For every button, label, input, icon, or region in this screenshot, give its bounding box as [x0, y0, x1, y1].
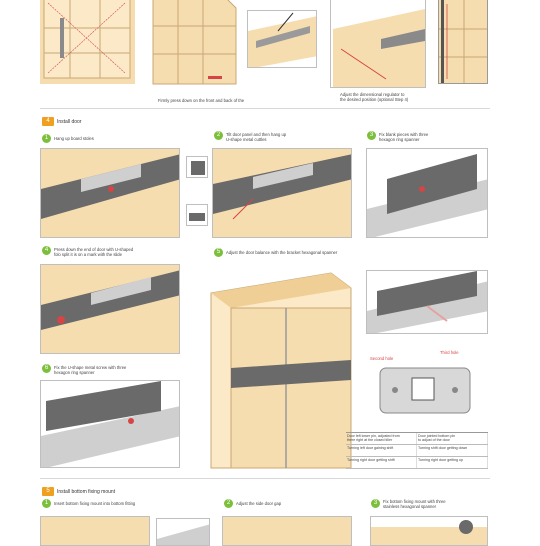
- balance-adjust-illustration: [367, 271, 487, 333]
- table-cell: Door left lower pin, adjusted from there…: [346, 433, 417, 444]
- s5-step-1-number: 1: [42, 499, 51, 508]
- step-3-text: Fix blank pieces with three hexagon ring…: [379, 132, 429, 142]
- section-divider-top: [40, 108, 490, 109]
- bracket-illustration: [379, 367, 471, 414]
- top-image-regulator: [330, 0, 426, 88]
- table-cell: Turning right door getting up: [417, 457, 488, 468]
- step-5-text: Adjust the door balance with the bracket…: [226, 250, 338, 255]
- hang-board-illustration: [41, 149, 179, 237]
- step-1-text: Hang up board stoles: [54, 136, 94, 141]
- step-2-image: [212, 148, 352, 238]
- step-1-inset-bottom: [186, 204, 208, 226]
- step-1-image: [40, 148, 180, 238]
- top-image-door-grid: [438, 0, 488, 84]
- third-hole-label: Third hole: [440, 350, 459, 355]
- s5-step-2-number: 2: [224, 499, 233, 508]
- section-4-badge: 4: [42, 117, 54, 126]
- section-4-title: Install door: [57, 119, 82, 125]
- s5-step-3-image: [370, 516, 488, 546]
- step-3-image: [366, 148, 488, 238]
- step-4-image: [40, 264, 180, 354]
- inset-clip-illustration: [187, 205, 207, 225]
- table-cell: Turning shift door getting down: [417, 445, 488, 456]
- table-row: Turning left door gaining shift Turning …: [346, 445, 488, 457]
- s5-step-1-image: [40, 516, 150, 546]
- step-5-wardrobe: [206, 268, 356, 470]
- top-caption-left: Firmly press down on the front and back …: [158, 98, 245, 103]
- table-cell: Door jointed bottom pin to adjust of the…: [417, 433, 488, 444]
- rail-detail-illustration: [248, 11, 316, 67]
- regulator-illustration: [331, 0, 425, 87]
- section-5-title: Install bottom fixing mount: [57, 489, 116, 495]
- fix-blank-illustration: [367, 149, 487, 237]
- s5-step-1-inset: [156, 518, 210, 546]
- step-6-text: Fix the U-shape metal screw with three h…: [54, 365, 127, 375]
- section-5-badge: 5: [42, 487, 54, 496]
- s5-step-1-text: Insert bottom fixing mount into bottom f…: [54, 501, 136, 506]
- step-3-number: 3: [367, 131, 376, 140]
- fix-metal-screw-illustration: [41, 381, 179, 467]
- top-image-detail: [247, 10, 317, 68]
- step-1-inset-top: [186, 156, 208, 178]
- step-5-detail-image: [366, 270, 488, 334]
- step-5-bracket-image: [370, 360, 482, 420]
- s5-step-2-image: [222, 516, 352, 546]
- step-6-number: 6: [42, 364, 51, 373]
- table-row: Turning right door getting shift Turning…: [346, 457, 488, 469]
- press-door-illustration: [41, 265, 179, 353]
- wardrobe-doors-illustration: [210, 272, 352, 469]
- adjustment-table: Door left lower pin, adjusted from there…: [346, 432, 488, 469]
- step-1-number: 1: [42, 134, 51, 143]
- s5-step-3-text: Fix bottom fixing mount with three stain…: [383, 499, 446, 509]
- step-4-text: Press down the end of door with U-shaped…: [54, 247, 134, 257]
- second-hole-label: Second hole: [370, 356, 394, 361]
- s5-step-3-illustration: [371, 517, 487, 545]
- step-4-number: 4: [42, 246, 51, 255]
- inset-hook-illustration: [187, 157, 207, 177]
- door-grid-illustration: [439, 0, 487, 83]
- section-divider-bottom: [40, 478, 490, 479]
- s5-step-2-text: Adjust the side door gap: [236, 501, 282, 506]
- top-caption-right-1: Adjust the dimensional regulator to: [340, 92, 405, 97]
- step-2-number: 2: [214, 131, 223, 140]
- top-image-cabinet: [148, 0, 240, 90]
- step-6-image: [40, 380, 180, 468]
- top-image-wardrobe-frame: [40, 0, 135, 84]
- top-caption-right-2: the desired position (optional Step 4): [340, 97, 409, 102]
- s5-step-3-number: 3: [371, 499, 380, 508]
- cabinet-illustration: [152, 0, 237, 85]
- wardrobe-frame-illustration: [40, 0, 135, 84]
- tilt-door-illustration: [213, 149, 351, 237]
- step-5-number: 5: [214, 248, 223, 257]
- table-cell: Turning left door gaining shift: [346, 445, 417, 456]
- step-2-text: Tilt door panel and then hang up U-shape…: [226, 132, 287, 142]
- s5-inset-illustration: [157, 519, 209, 545]
- table-cell: Turning right door getting shift: [346, 457, 417, 468]
- table-row: Door left lower pin, adjusted from there…: [346, 433, 488, 445]
